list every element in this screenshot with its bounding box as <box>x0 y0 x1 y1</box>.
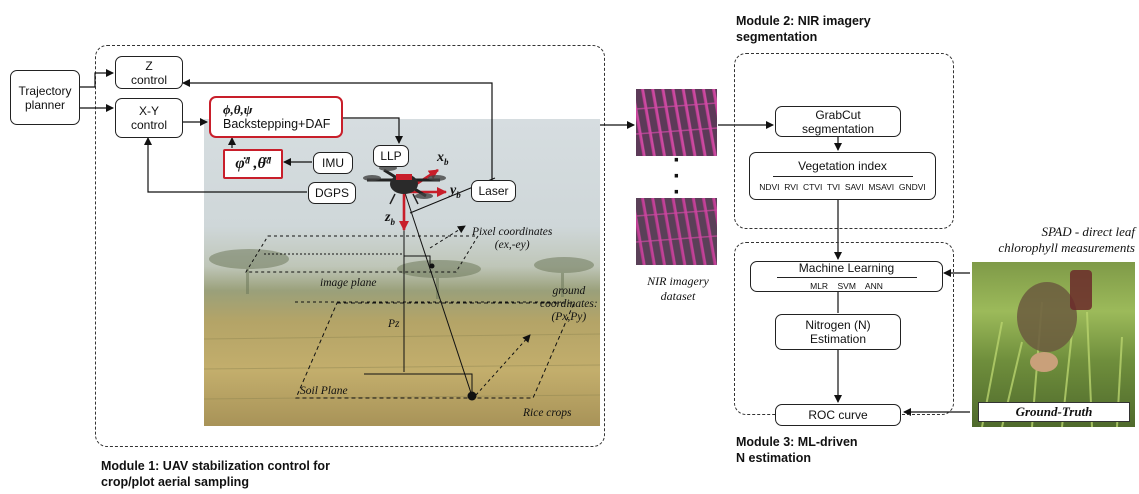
tree-silhouettes <box>204 249 600 400</box>
rice-crops-label: Rice crops <box>523 407 572 419</box>
module1-frame <box>95 45 605 447</box>
ml-divider <box>776 276 917 278</box>
soil-plane-label: Soil Plane <box>300 385 348 397</box>
laser-box: Laser <box>471 180 516 202</box>
ml-methods: MLR SVM ANN <box>810 280 883 291</box>
module2-title: Module 2: NIR imagery segmentation <box>736 14 871 44</box>
nitrogen-estimation-box: Nitrogen (N) Estimation <box>775 314 901 350</box>
spad-photo <box>972 262 1135 427</box>
spad-label: SPAD - direct leaf chlorophyll measureme… <box>998 224 1135 255</box>
vegetation-index-box: Vegetation index NDVI RVI CTVI TVI SAVI … <box>749 152 936 200</box>
ground-truth-box: Ground-Truth <box>978 402 1130 422</box>
pixel-coordinates-label: Pixel coordinates (ex,-ey) <box>472 226 553 251</box>
z-control-box: Z control <box>115 56 183 89</box>
grabcut-box: GrabCut segmentation <box>775 106 901 137</box>
module2-frame <box>734 53 954 229</box>
axis-xb-label: xb <box>437 150 449 167</box>
xy-control-box: X-Y control <box>115 98 183 138</box>
vegetation-index-label: Vegetation index <box>798 158 887 173</box>
backstepping-daf-box: ϕ,θ,ψ Backstepping+DAF <box>209 96 343 138</box>
desired-accel-box: φ̈ᵈ ,θ̈ᵈ <box>223 149 283 179</box>
nir-dots: · · · <box>673 147 681 206</box>
module3-title: Module 3: ML-driven N estimation <box>736 435 858 465</box>
axis-zb-label: zb <box>385 210 395 227</box>
machine-learning-label: Machine Learning <box>798 260 895 275</box>
module1-title: Module 1: UAV stabilization control for … <box>101 459 330 489</box>
backstepping-label: Backstepping+DAF <box>223 117 331 131</box>
pz-label: Pz <box>388 318 400 330</box>
trajectory-planner-box: Trajectory planner <box>10 70 80 125</box>
nir-image-bottom <box>636 198 717 265</box>
dgps-box: DGPS <box>308 182 356 204</box>
ground-coordinates-label: ground coordinates: (Px,Py) <box>540 285 598 323</box>
machine-learning-box: Machine Learning MLR SVM ANN <box>750 261 943 292</box>
vegetation-indices: NDVI RVI CTVI TVI SAVI MSAVI GNDVI <box>759 181 926 192</box>
llp-box: LLP <box>373 145 409 167</box>
nir-dataset-label: NIR imagery dataset <box>647 274 709 303</box>
vegetation-divider <box>772 175 913 177</box>
image-plane-label: image plane <box>320 277 377 289</box>
axis-yb-label: yb <box>450 183 461 200</box>
roc-curve-box: ROC curve <box>775 404 901 426</box>
nir-image-top <box>636 89 717 156</box>
imu-box: IMU <box>313 152 353 174</box>
attitude-symbols: ϕ,θ,ψ <box>223 102 253 117</box>
